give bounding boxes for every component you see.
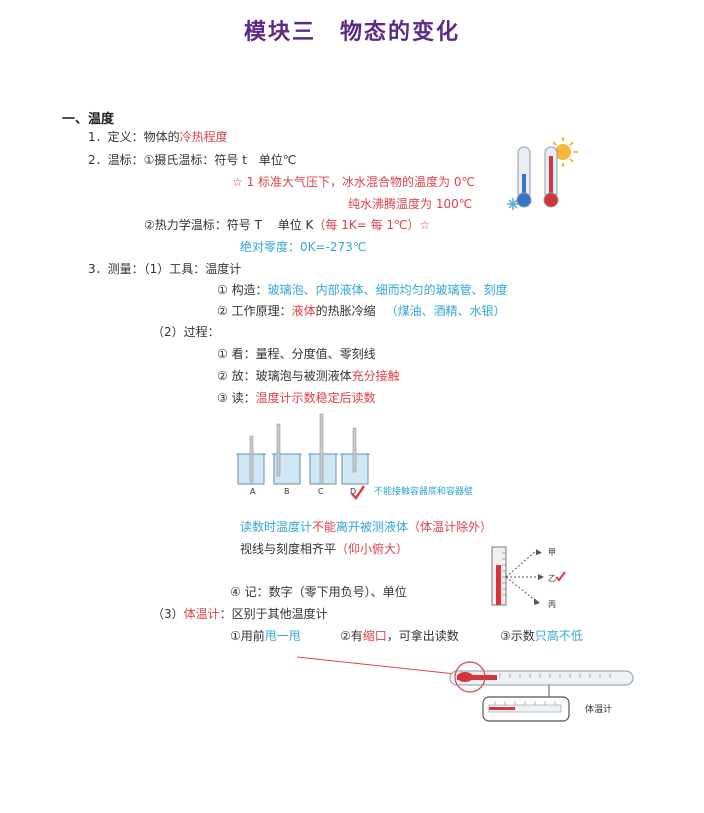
step-read-label: ③ 读： — [217, 391, 256, 405]
definition-line: 1．定义：物体的冷热程度 — [88, 128, 228, 145]
clinical-rule-3-key: 只高不低 — [534, 629, 583, 643]
structure-label: ① 构造： — [217, 283, 268, 297]
beaker-diagram — [236, 413, 370, 500]
beaker-c — [308, 413, 338, 485]
step-read-key: 温度计示数稳定后读数 — [255, 391, 376, 405]
hot-cold-thermometer-icon — [507, 137, 578, 210]
sight-line-label: 视线与刻度相齐平 — [240, 542, 337, 556]
clinical-rule-3: ③示数只高不低 — [500, 627, 583, 644]
reading-rule-not: 不能 — [312, 520, 337, 534]
section-heading: 一、温度 — [62, 112, 115, 127]
clinical-thermometer-diagram — [296, 656, 634, 722]
beaker-label-a: A — [250, 487, 256, 496]
beaker-label-c: C — [318, 487, 324, 496]
view-label-middle: 乙 — [548, 574, 556, 583]
beaker-d — [340, 427, 370, 485]
view-label-top: 甲 — [548, 548, 556, 557]
sight-line-rule: 视线与刻度相齐平（仰小俯大） — [240, 540, 408, 557]
clinical-prefix: （3） — [152, 607, 184, 621]
clinical-rest: ：区别于其他温度计 — [219, 607, 328, 621]
celsius-note-freezing: ☆ 1 标准大气压下，冰水混合物的温度为 0℃ — [232, 175, 475, 189]
clinical-thermometer-caption: 体温计 — [585, 705, 613, 715]
clinical-rule-2: ②有缩口，可拿出读数 — [340, 627, 459, 644]
reading-rule-part2: 离开被测液体 — [336, 520, 409, 534]
absolute-zero: 绝对零度：0K=-273℃ — [240, 240, 367, 254]
principle-examples: （煤油、酒精、水银） — [385, 304, 506, 318]
eye-icon-bottom — [534, 598, 540, 605]
clinical-rule-1-key: 甩一甩 — [264, 629, 301, 643]
principle-liquid: 液体 — [291, 304, 316, 318]
beaker-label-d: D — [350, 487, 357, 496]
checkmark-icon — [555, 571, 566, 582]
clinical-rule-2-label: ②有 — [340, 629, 363, 643]
eye-icon-middle — [538, 574, 544, 580]
process-heading: （2）过程： — [152, 325, 220, 339]
clinical-rule-2-key: 缩口 — [362, 629, 387, 643]
step-look: ① 看：量程、分度值、零刻线 — [217, 347, 376, 361]
measurement-tool-line: 3．测量：（1）工具：温度计 — [88, 262, 242, 276]
step-place: ② 放：玻璃泡与被测液体充分接触 — [217, 367, 400, 384]
beaker-a — [236, 435, 266, 485]
kelvin-label: ②热力学温标：符号 T 单位 K — [144, 218, 314, 232]
structure-line: ① 构造：玻璃泡、内部液体、细而均匀的玻璃管、刻度 — [217, 281, 508, 298]
view-label-bottom: 丙 — [548, 600, 556, 609]
principle-line: ② 工作原理：液体的热胀冷缩 （煤油、酒精、水银） — [217, 302, 506, 319]
sight-line-note: （仰小俯大） — [336, 542, 409, 556]
checkmark-icon — [351, 485, 366, 500]
step-place-label: ② 放：玻璃泡与被测液体 — [217, 369, 352, 383]
kelvin-note: （每 1K= 每 1℃）☆ — [313, 218, 431, 232]
definition-label: 1．定义：物体的 — [88, 130, 180, 144]
step-record: ④ 记：数字（零下用负号）、单位 — [230, 585, 407, 599]
reading-rule-exception: （体温计除外） — [408, 520, 493, 534]
clinical-term: 体温计 — [183, 607, 220, 621]
structure-parts: 玻璃泡、内部液体、细而均匀的玻璃管、刻度 — [267, 283, 508, 297]
definition-term: 冷热程度 — [179, 130, 228, 144]
clinical-rule-3-label: ③示数 — [500, 629, 535, 643]
clinical-rule-1: ①用前甩一甩 — [230, 627, 301, 644]
snowflake-icon — [507, 198, 519, 210]
kelvin-scale-line: ②热力学温标：符号 T 单位 K（每 1K= 每 1℃）☆ — [144, 216, 430, 233]
clinical-rule-2-rest: ，可拿出读数 — [386, 629, 459, 643]
clinical-thermometer-line: （3）体温计：区别于其他温度计 — [152, 605, 328, 622]
principle-label: ② 工作原理： — [217, 304, 292, 318]
celsius-scale-line: 2．温标：①摄氏温标：符号 t 单位℃ — [88, 153, 297, 167]
clinical-rule-1-label: ①用前 — [230, 629, 265, 643]
celsius-note-boiling: 纯水沸腾温度为 100℃ — [348, 197, 473, 211]
reading-rule-part1: 读数时温度计 — [240, 520, 313, 534]
beaker-b — [272, 423, 302, 485]
page-title: 模块三 物态的变化 — [243, 20, 460, 45]
eye-icon-top — [536, 549, 542, 555]
step-read: ③ 读：温度计示数稳定后读数 — [217, 389, 376, 406]
principle-text: 的热胀冷缩 — [315, 304, 376, 318]
viewing-angle-diagram — [491, 546, 566, 606]
reading-rule-line: 读数时温度计不能离开被测液体（体温计除外） — [240, 518, 492, 535]
beaker-note: 不能接触容器底和容器壁 — [374, 487, 474, 497]
beaker-label-b: B — [284, 487, 290, 496]
step-place-key: 充分接触 — [351, 369, 400, 383]
